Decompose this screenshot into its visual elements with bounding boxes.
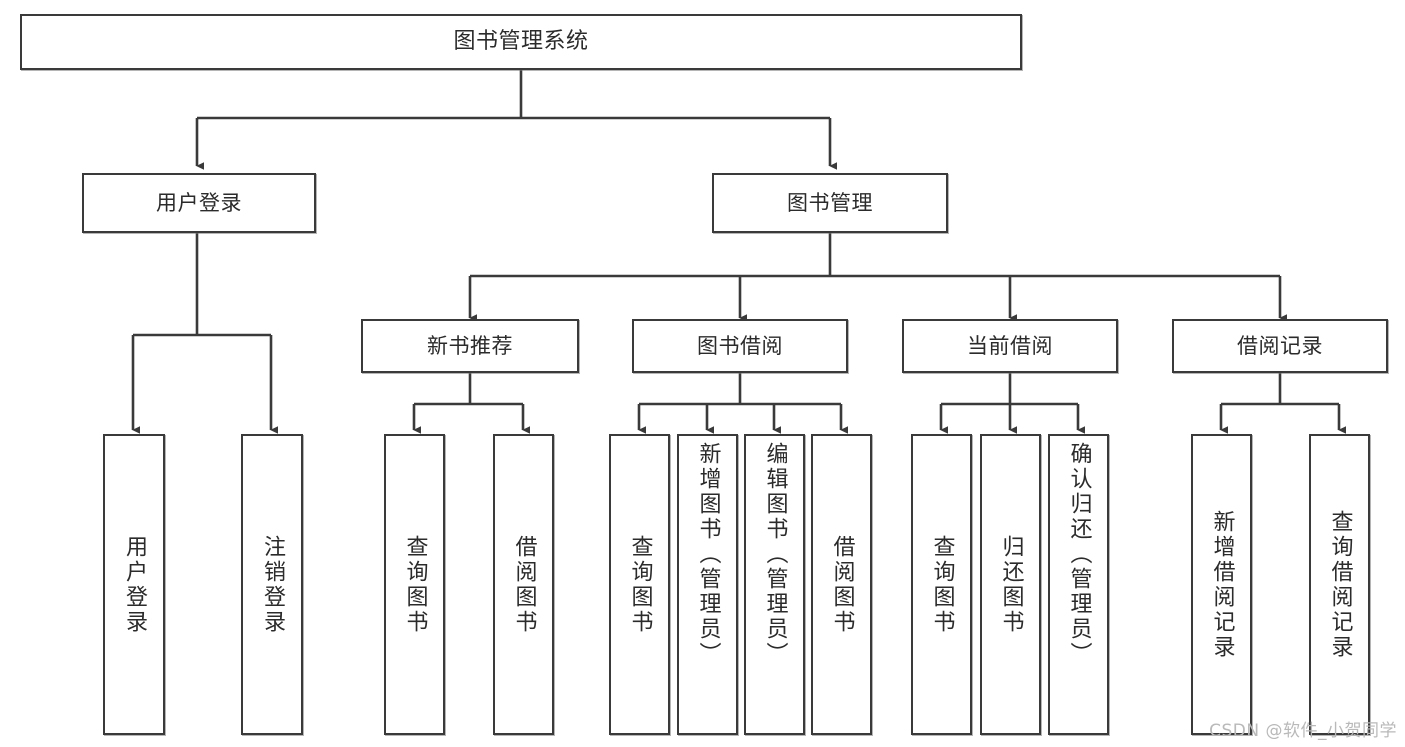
node-leaf-borrow-book-2[interactable]: 借阅图书 <box>811 434 872 735</box>
node-leaf-query-record[interactable]: 查询借阅记录 <box>1309 434 1370 735</box>
node-leaf-borrow-book-1-label: 借阅图书 <box>511 534 537 635</box>
node-current-borrow[interactable]: 当前借阅 <box>902 319 1118 373</box>
node-root[interactable]: 图书管理系统 <box>20 14 1022 70</box>
node-leaf-return-book[interactable]: 归还图书 <box>980 434 1041 735</box>
node-book-manage[interactable]: 图书管理 <box>712 173 948 233</box>
node-leaf-query-book-3-label: 查询图书 <box>929 534 955 635</box>
node-book-manage-label: 图书管理 <box>787 190 873 215</box>
node-leaf-logout-login-label: 注销登录 <box>260 534 285 635</box>
node-leaf-add-record[interactable]: 新增借阅记录 <box>1191 434 1252 735</box>
node-user-login-label: 用户登录 <box>156 190 242 215</box>
node-borrow-record-label: 借阅记录 <box>1237 333 1323 358</box>
node-leaf-add-book[interactable]: 新增图书（管理员） <box>677 434 738 735</box>
node-new-book-recommend-label: 新书推荐 <box>427 333 513 358</box>
node-root-label: 图书管理系统 <box>453 29 589 55</box>
node-leaf-query-record-label: 查询借阅记录 <box>1327 509 1353 660</box>
node-new-book-recommend[interactable]: 新书推荐 <box>361 319 579 373</box>
node-leaf-query-book-2-label: 查询图书 <box>627 534 653 635</box>
node-user-login[interactable]: 用户登录 <box>82 173 316 233</box>
node-leaf-confirm-return[interactable]: 确认归还（管理员） <box>1048 434 1109 735</box>
node-leaf-confirm-return-label: 确认归还（管理员） <box>1066 442 1092 667</box>
node-leaf-return-book-label: 归还图书 <box>998 534 1024 635</box>
node-leaf-borrow-book-2-label: 借阅图书 <box>829 534 855 635</box>
node-borrow-record[interactable]: 借阅记录 <box>1172 319 1388 373</box>
node-leaf-user-login[interactable]: 用户登录 <box>103 434 165 735</box>
node-leaf-add-record-label: 新增借阅记录 <box>1209 509 1235 660</box>
node-leaf-query-book-3[interactable]: 查询图书 <box>911 434 972 735</box>
node-leaf-add-book-label: 新增图书（管理员） <box>695 442 721 667</box>
node-book-borrow[interactable]: 图书借阅 <box>632 319 848 373</box>
node-leaf-edit-book[interactable]: 编辑图书（管理员） <box>744 434 805 735</box>
node-leaf-edit-book-label: 编辑图书（管理员） <box>762 442 788 667</box>
node-leaf-logout-login[interactable]: 注销登录 <box>241 434 303 735</box>
node-leaf-borrow-book-1[interactable]: 借阅图书 <box>493 434 554 735</box>
node-leaf-query-book-2[interactable]: 查询图书 <box>609 434 670 735</box>
node-leaf-query-book-1-label: 查询图书 <box>402 534 428 635</box>
node-book-borrow-label: 图书借阅 <box>697 333 783 358</box>
node-leaf-user-login-label: 用户登录 <box>122 534 147 635</box>
node-current-borrow-label: 当前借阅 <box>967 333 1053 358</box>
node-leaf-query-book-1[interactable]: 查询图书 <box>384 434 445 735</box>
